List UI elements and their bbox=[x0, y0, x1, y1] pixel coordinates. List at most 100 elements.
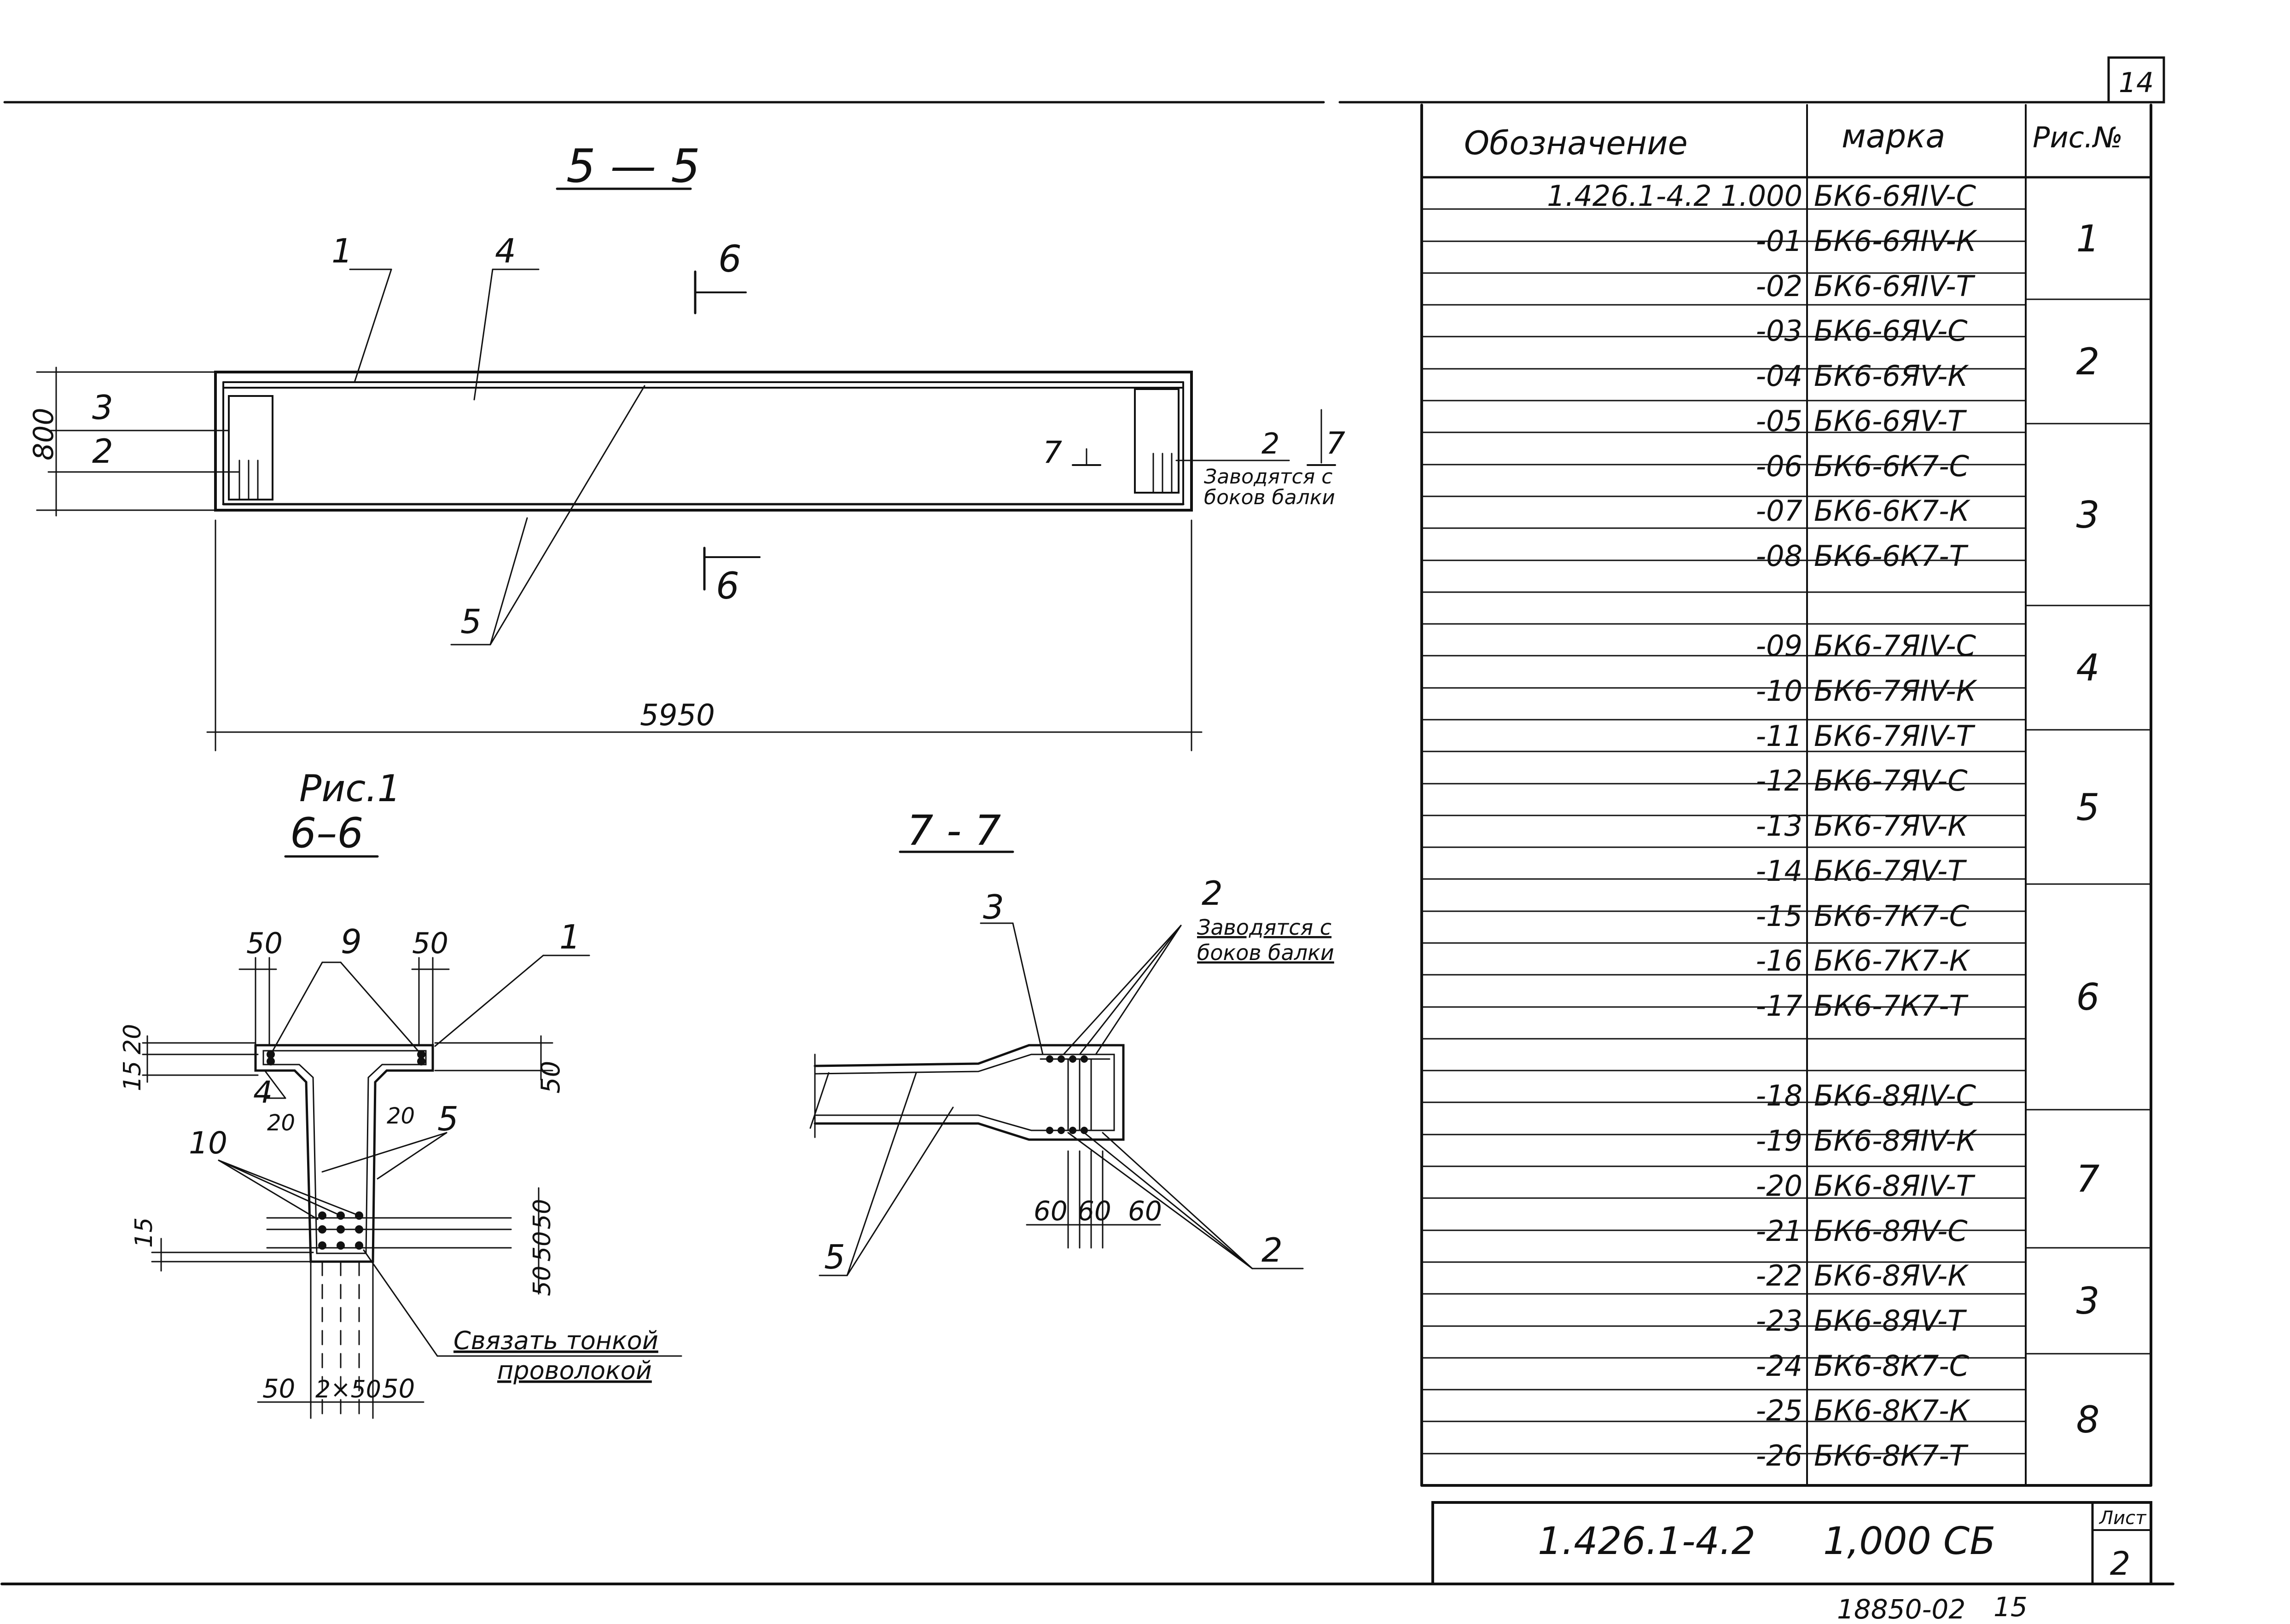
table-mark: БК6-6ЯV-Т bbox=[1814, 404, 1967, 438]
table-code: -15 bbox=[1756, 899, 1802, 933]
table-code: -06 bbox=[1756, 449, 1802, 483]
table-figure-number: 8 bbox=[2076, 1398, 2100, 1441]
table-code: -08 bbox=[1756, 539, 1802, 573]
table-mark: БК6-8ЯIV-К bbox=[1814, 1124, 1978, 1158]
table-code: -13 bbox=[1756, 809, 1802, 843]
dim-50-flange-right: 50 bbox=[536, 1061, 566, 1094]
leader-4: 4 bbox=[495, 232, 516, 270]
dim-50-bottom-left: 50 bbox=[262, 1374, 295, 1404]
table-code: -02 bbox=[1756, 269, 1802, 303]
sheet-label: Лист bbox=[2098, 1508, 2147, 1529]
title-7-7: 7 - 7 bbox=[907, 807, 1001, 855]
note-6-6-line1: Связать тонкой bbox=[453, 1326, 658, 1355]
table-mark: БК6-7ЯV-К bbox=[1814, 809, 1969, 843]
note-7-7-line1: Заводятся с bbox=[1197, 915, 1331, 940]
table-code: -11 bbox=[1756, 719, 1802, 753]
dim-60-a: 60 bbox=[1034, 1195, 1068, 1227]
section-6-6 bbox=[142, 855, 682, 1419]
table-mark: БК6-8ЯV-К bbox=[1814, 1259, 1969, 1292]
dim-60-b: 60 bbox=[1077, 1195, 1111, 1227]
label-5-77: 5 bbox=[824, 1238, 845, 1276]
table-mark-column: БК6-6ЯIV-С БК6-6ЯIV-К БК6-6ЯIV-Т БК6-6ЯV-С Б… bbox=[1814, 179, 1978, 1473]
table-mark: БК6-8ЯIV-С bbox=[1814, 1079, 1976, 1112]
fig-label: Рис.1 bbox=[299, 767, 401, 810]
dim-15-flange: 15 bbox=[119, 1061, 146, 1091]
label-2-77-top: 2 bbox=[1202, 874, 1223, 913]
label-3-77: 3 bbox=[983, 888, 1004, 926]
dim-15-bottom: 15 bbox=[130, 1217, 158, 1248]
table-code: -01 bbox=[1756, 224, 1802, 258]
table-code: -19 bbox=[1756, 1124, 1802, 1158]
table-figure-number: 3 bbox=[2076, 1280, 2100, 1322]
title-5-5: 5 — 5 bbox=[566, 139, 700, 193]
leader-1: 1 bbox=[331, 232, 353, 270]
table-code-column: 1.426.1-4.2 1.000 -01 -02 -03 -04 -05 -06 -07 -0… bbox=[1547, 179, 1802, 1473]
table-mark: БК6-8ЯIV-Т bbox=[1814, 1169, 1976, 1203]
cut-mark-7-right: 7 bbox=[1326, 425, 1345, 461]
note-5-5-line2: боков балки bbox=[1204, 486, 1335, 509]
dim-50-bottom-right: 50 bbox=[382, 1374, 415, 1404]
table-mark: БК6-7ЯIV-Т bbox=[1814, 719, 1976, 753]
table-mark: БК6-6ЯV-С bbox=[1814, 314, 1968, 348]
dim-50-top-left: 50 bbox=[246, 926, 283, 960]
dim-50-c: 50 bbox=[529, 1266, 556, 1296]
table-frame bbox=[1420, 104, 2152, 1487]
cut-mark-6-top: 6 bbox=[718, 238, 742, 280]
table-code: -03 bbox=[1756, 314, 1802, 348]
archive-number: 18850-02 bbox=[1837, 1594, 1965, 1624]
dim-length: 5950 bbox=[640, 698, 715, 733]
leader-5: 5 bbox=[460, 602, 482, 641]
table-code: -16 bbox=[1756, 944, 1802, 978]
table-code: -17 bbox=[1756, 989, 1802, 1023]
label-10: 10 bbox=[189, 1125, 227, 1161]
table-figure-number: 2 bbox=[2076, 340, 2100, 383]
archive-page: 15 bbox=[1994, 1591, 2028, 1623]
header-designation: Обозначение bbox=[1464, 124, 1688, 162]
table-code: -09 bbox=[1756, 629, 1802, 663]
section-5-5 bbox=[36, 187, 1336, 751]
table-figure-number: 7 bbox=[2076, 1158, 2100, 1200]
table-code: -05 bbox=[1756, 404, 1802, 438]
table-mark: БК6-6К7-С bbox=[1814, 449, 1970, 483]
note-7-7-line2: боков балки bbox=[1197, 940, 1334, 965]
table-mark: БК6-6ЯIV-Т bbox=[1814, 269, 1976, 303]
dim-20-flange: 20 bbox=[119, 1024, 146, 1054]
table-code: -04 bbox=[1756, 359, 1802, 393]
table-code: 1.426.1-4.2 1.000 bbox=[1547, 179, 1802, 213]
cut-mark-7-left: 7 bbox=[1043, 435, 1062, 470]
section-7-7 bbox=[809, 850, 1304, 1276]
label-9: 9 bbox=[341, 922, 362, 961]
table-mark: БК6-7К7-К bbox=[1814, 944, 1971, 978]
sheet-number: 2 bbox=[2110, 1545, 2131, 1583]
header-mark: марка bbox=[1842, 117, 1945, 155]
leader-2-left: 2 bbox=[92, 432, 113, 471]
table-code: -18 bbox=[1756, 1079, 1802, 1112]
table-mark: БК6-6ЯIV-К bbox=[1814, 224, 1978, 258]
title-block bbox=[1431, 1501, 2152, 1585]
table-mark: БК6-7К7-Т bbox=[1814, 989, 1969, 1023]
table-mark: БК6-7ЯIV-К bbox=[1814, 674, 1978, 708]
table-mark: БК6-7ЯIV-С bbox=[1814, 629, 1976, 663]
leader-2-right: 2 bbox=[1261, 427, 1279, 460]
label-1: 1 bbox=[559, 918, 581, 956]
doc-code: 1.426.1-4.2 bbox=[1538, 1519, 1755, 1563]
cut-mark-6-bottom: 6 bbox=[716, 565, 739, 607]
note-5-5-line1: Заводятся с bbox=[1204, 465, 1332, 489]
doc-suffix: 1,000 СБ bbox=[1823, 1519, 1995, 1563]
table-figure-number: 3 bbox=[2076, 494, 2100, 536]
table-mark: БК6-8К7-К bbox=[1814, 1394, 1971, 1427]
table-mark: БК6-7ЯV-С bbox=[1814, 764, 1968, 797]
dim-50-a: 50 bbox=[529, 1199, 556, 1229]
table-code: -26 bbox=[1756, 1439, 1802, 1473]
dim-20-left: 20 bbox=[267, 1110, 295, 1136]
table-mark: БК6-7ЯV-Т bbox=[1814, 854, 1967, 888]
table-code: -21 bbox=[1756, 1214, 1802, 1248]
table-code: -14 bbox=[1756, 854, 1802, 888]
table-figure-number: 4 bbox=[2076, 646, 2100, 689]
dim-50-top-right: 50 bbox=[412, 926, 448, 960]
table-code: -07 bbox=[1756, 494, 1802, 528]
dim-20-right: 20 bbox=[387, 1103, 415, 1129]
table-mark: БК6-6ЯIV-С bbox=[1814, 179, 1976, 213]
